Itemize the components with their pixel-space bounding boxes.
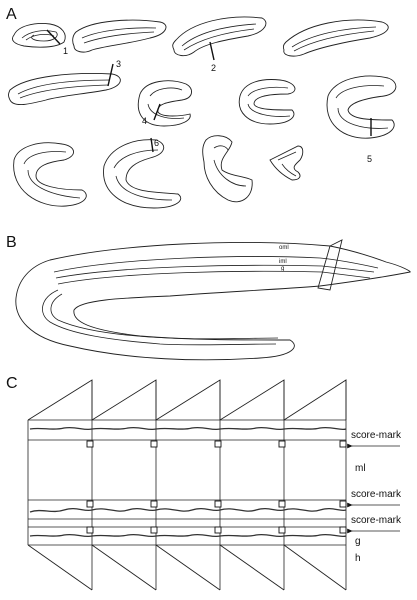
section-outline-8 [326, 75, 397, 139]
section-number-1: 1 [63, 46, 68, 56]
cut-line-1 [46, 29, 61, 45]
section-outline-12 [269, 145, 304, 181]
score-mark-label-2: score-mark [351, 489, 402, 500]
section-number-6: 6 [154, 138, 159, 148]
score-mark-squares [86, 440, 347, 534]
cut-line-6 [150, 137, 154, 153]
section-number-3: 3 [116, 59, 121, 69]
section-outline-9 [13, 142, 87, 207]
section-outline-5 [8, 73, 121, 106]
section-top-faces [27, 379, 347, 421]
section-outline-11 [202, 135, 253, 203]
cut-line-3 [107, 63, 114, 87]
panel-b-label: B [6, 234, 17, 251]
layer-label-g: g [281, 266, 284, 272]
section-dividers [27, 380, 347, 590]
section-outline-3 [172, 16, 267, 57]
section-block-outline [317, 239, 343, 291]
section-outline-1 [12, 23, 66, 48]
section-outline-4 [282, 19, 389, 57]
section-number-5: 5 [367, 154, 372, 164]
section-outline-2 [72, 19, 167, 53]
section-outline-6 [137, 80, 192, 127]
panel-c-label: C [6, 375, 18, 392]
layer-label-h: h [355, 553, 361, 564]
section-outline-7 [238, 79, 296, 125]
cut-line-4 [153, 103, 161, 121]
section-outline-10 [103, 139, 182, 209]
section-number-4: 4 [142, 116, 147, 126]
score-mark-label-1: score-mark [351, 430, 402, 441]
panel-a-label: A [6, 6, 17, 23]
score-mark-label-3: score-mark [351, 515, 402, 526]
section-number-2: 2 [211, 63, 216, 73]
cut-line-2 [209, 41, 215, 61]
layer-label-ml: ml [355, 463, 366, 474]
layer-label-g-panel-c: g [355, 536, 361, 547]
layer-label-oml: oml [279, 245, 289, 251]
score-mark-arrows [347, 443, 400, 534]
dentate-gyrus-outline [15, 242, 411, 361]
section-bottom-faces [27, 544, 347, 591]
wavy-boundaries [29, 426, 347, 538]
layer-label-iml: iml [279, 259, 287, 265]
layer-boundaries [28, 419, 346, 546]
